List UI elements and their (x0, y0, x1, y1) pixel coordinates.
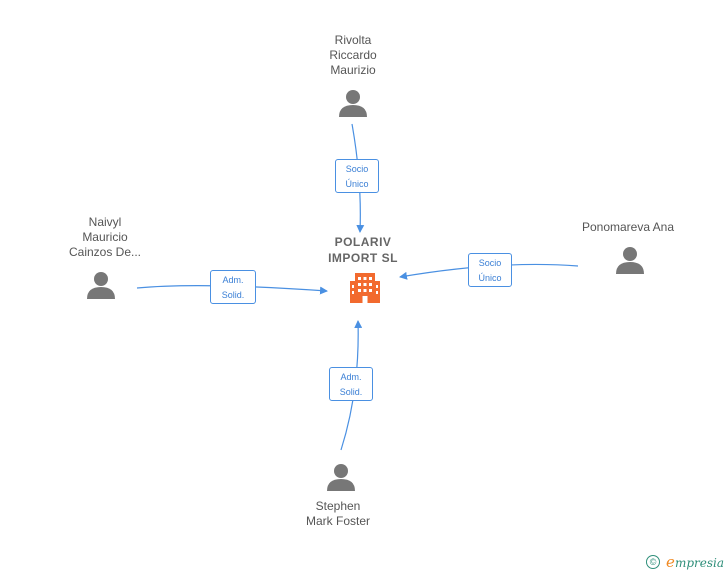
relation-label-rivolta[interactable]: Socio Único (335, 159, 379, 193)
person-icon[interactable] (326, 462, 356, 492)
person-icon[interactable] (86, 270, 116, 300)
person-name-rivolta[interactable]: Rivolta Riccardo Maurizio (329, 33, 377, 77)
copyright-icon: © (646, 555, 661, 569)
relation-label-ponomareva[interactable]: Socio Único (468, 253, 512, 287)
company-name[interactable]: POLARIV IMPORT SL (328, 235, 398, 265)
person-icon[interactable] (615, 245, 645, 275)
footer-brand[interactable]: © empresia (646, 553, 724, 571)
person-name-naivyl[interactable]: Naivyl Mauricio Cainzos De... (68, 215, 142, 259)
relation-label-stephen[interactable]: Adm. Solid. (329, 367, 373, 401)
relation-label-naivyl[interactable]: Adm. Solid. (210, 270, 256, 304)
person-name-stephen[interactable]: Stephen Mark Foster (305, 499, 370, 528)
building-icon[interactable] (349, 271, 383, 305)
person-name-ponomareva[interactable]: Ponomareva Ana (581, 220, 675, 234)
brand-logo: empresia (666, 553, 724, 571)
person-icon[interactable] (338, 88, 368, 118)
